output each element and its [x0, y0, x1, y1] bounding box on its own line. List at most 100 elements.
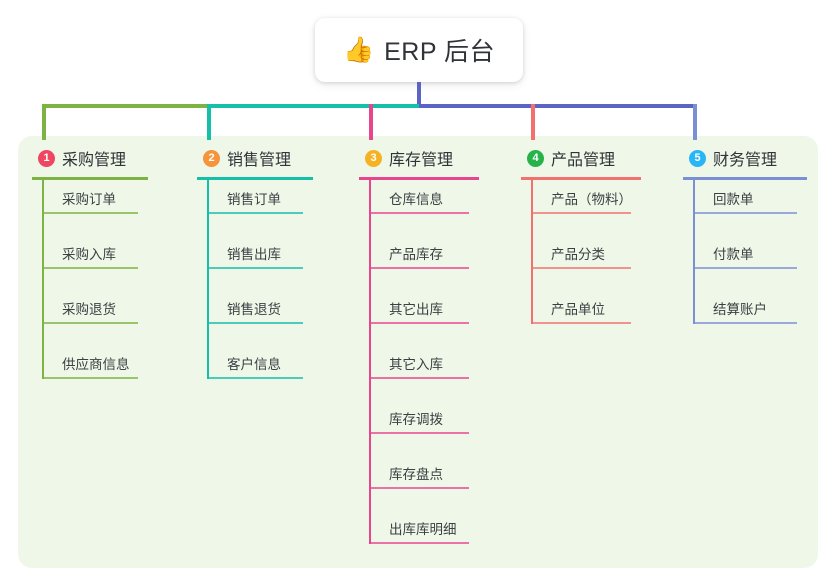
leaf-item-label: 采购退货: [62, 302, 116, 317]
leaf-item[interactable]: 产品库存: [369, 235, 469, 269]
column-title: 销售管理: [227, 152, 292, 169]
root-node-title: ERP 后台: [384, 38, 496, 66]
column-title: 产品管理: [551, 152, 616, 169]
leaf-item[interactable]: 付款单: [693, 235, 797, 269]
column-underline: [521, 177, 641, 180]
bus-segment-1: [42, 104, 207, 108]
leaf-item-label: 其它出库: [389, 302, 443, 317]
leaf-item[interactable]: 销售出库: [207, 235, 303, 269]
leaf-item-underline: [693, 322, 797, 324]
root-node-erp-backend[interactable]: 👍 ERP 后台: [315, 18, 523, 82]
leaf-item[interactable]: 客户信息: [207, 345, 303, 379]
column-title: 采购管理: [62, 152, 127, 169]
bus-segment-2: [207, 104, 419, 108]
column-header-1[interactable]: 1 采购管理: [32, 145, 150, 171]
column-badge-number: 3: [365, 149, 382, 167]
drop-connector-1: [42, 104, 46, 140]
drop-connector-3: [369, 104, 373, 140]
leaf-item[interactable]: 产品单位: [531, 290, 631, 324]
leaf-item[interactable]: 其它出库: [369, 290, 469, 324]
leaf-item-underline: [693, 212, 797, 214]
leaf-item-underline: [42, 267, 138, 269]
leaf-item-label: 结算账户: [713, 302, 767, 317]
leaf-item[interactable]: 仓库信息: [369, 180, 469, 214]
leaf-item-label: 产品分类: [551, 247, 605, 262]
leaf-item-label: 付款单: [713, 247, 754, 262]
leaf-item[interactable]: 出库库明细: [369, 510, 469, 544]
column-header-5[interactable]: 5 财务管理: [683, 145, 801, 171]
leaf-item-label: 采购入库: [62, 247, 116, 262]
leaf-item-underline: [693, 267, 797, 269]
leaf-item-label: 仓库信息: [389, 192, 443, 207]
drop-connector-5: [693, 104, 697, 140]
column-3: 3 库存管理仓库信息产品库存其它出库其它入库库存调拨库存盘点出库库明细: [359, 145, 479, 544]
column-badge-number: 2: [203, 149, 220, 167]
leaf-item-underline: [531, 267, 631, 269]
leaf-item[interactable]: 产品（物料）: [531, 180, 632, 214]
leaf-item-label: 库存调拨: [389, 412, 443, 427]
leaf-item-underline: [369, 322, 469, 324]
leaf-item-underline: [531, 322, 631, 324]
leaf-item-underline: [42, 377, 138, 379]
leaf-item-underline: [369, 212, 469, 214]
leaf-item[interactable]: 回款单: [693, 180, 797, 214]
drop-connector-2: [207, 104, 211, 140]
column-spine-connector: [369, 180, 371, 544]
leaf-item[interactable]: 库存盘点: [369, 455, 469, 489]
leaf-item-label: 供应商信息: [62, 357, 130, 372]
drop-connector-4: [531, 104, 535, 140]
leaf-item-label: 产品（物料）: [551, 192, 632, 207]
column-2: 2 销售管理销售订单销售出库销售退货客户信息: [197, 145, 315, 379]
column-title: 库存管理: [389, 152, 454, 169]
leaf-item-label: 销售退货: [227, 302, 281, 317]
thumbs-up-icon: 👍: [342, 35, 375, 64]
column-badge-number: 1: [38, 149, 55, 167]
leaf-item-underline: [369, 377, 469, 379]
column-underline: [359, 177, 479, 180]
leaf-item[interactable]: 供应商信息: [42, 345, 138, 379]
leaf-item-underline: [207, 267, 303, 269]
column-1: 1 采购管理采购订单采购入库采购退货供应商信息: [32, 145, 150, 379]
leaf-item-underline: [369, 267, 469, 269]
leaf-item-label: 回款单: [713, 192, 754, 207]
column-badge-number: 5: [689, 149, 706, 167]
leaf-item-label: 库存盘点: [389, 467, 443, 482]
root-stem-connector: [417, 82, 421, 106]
leaf-item[interactable]: 产品分类: [531, 235, 631, 269]
leaf-item-underline: [42, 212, 138, 214]
leaf-item-underline: [369, 542, 469, 544]
leaf-item[interactable]: 销售订单: [207, 180, 303, 214]
column-5: 5 财务管理回款单付款单结算账户: [683, 145, 807, 324]
leaf-item-label: 采购订单: [62, 192, 116, 207]
leaf-item-label: 产品单位: [551, 302, 605, 317]
column-underline: [197, 177, 313, 180]
column-spine-connector: [693, 180, 695, 324]
bus-segment-3: [419, 104, 697, 108]
leaf-item[interactable]: 采购订单: [42, 180, 138, 214]
column-header-3[interactable]: 3 库存管理: [359, 145, 477, 171]
column-underline: [32, 177, 148, 180]
leaf-item[interactable]: 采购入库: [42, 235, 138, 269]
leaf-item-label: 销售出库: [227, 247, 281, 262]
column-spine-connector: [207, 180, 209, 379]
leaf-item-underline: [207, 377, 303, 379]
leaf-item[interactable]: 结算账户: [693, 290, 797, 324]
leaf-item-underline: [531, 212, 631, 214]
column-underline: [683, 177, 807, 180]
leaf-item[interactable]: 采购退货: [42, 290, 138, 324]
leaf-item[interactable]: 库存调拨: [369, 400, 469, 434]
leaf-item-label: 出库库明细: [389, 522, 457, 537]
leaf-item-underline: [369, 432, 469, 434]
leaf-item-underline: [369, 487, 469, 489]
column-title: 财务管理: [713, 152, 778, 169]
column-spine-connector: [42, 180, 44, 379]
column-header-2[interactable]: 2 销售管理: [197, 145, 315, 171]
leaf-item-underline: [207, 212, 303, 214]
leaf-item-label: 客户信息: [227, 357, 281, 372]
leaf-item-label: 其它入库: [389, 357, 443, 372]
leaf-item[interactable]: 销售退货: [207, 290, 303, 324]
leaf-item-underline: [42, 322, 138, 324]
leaf-item[interactable]: 其它入库: [369, 345, 469, 379]
